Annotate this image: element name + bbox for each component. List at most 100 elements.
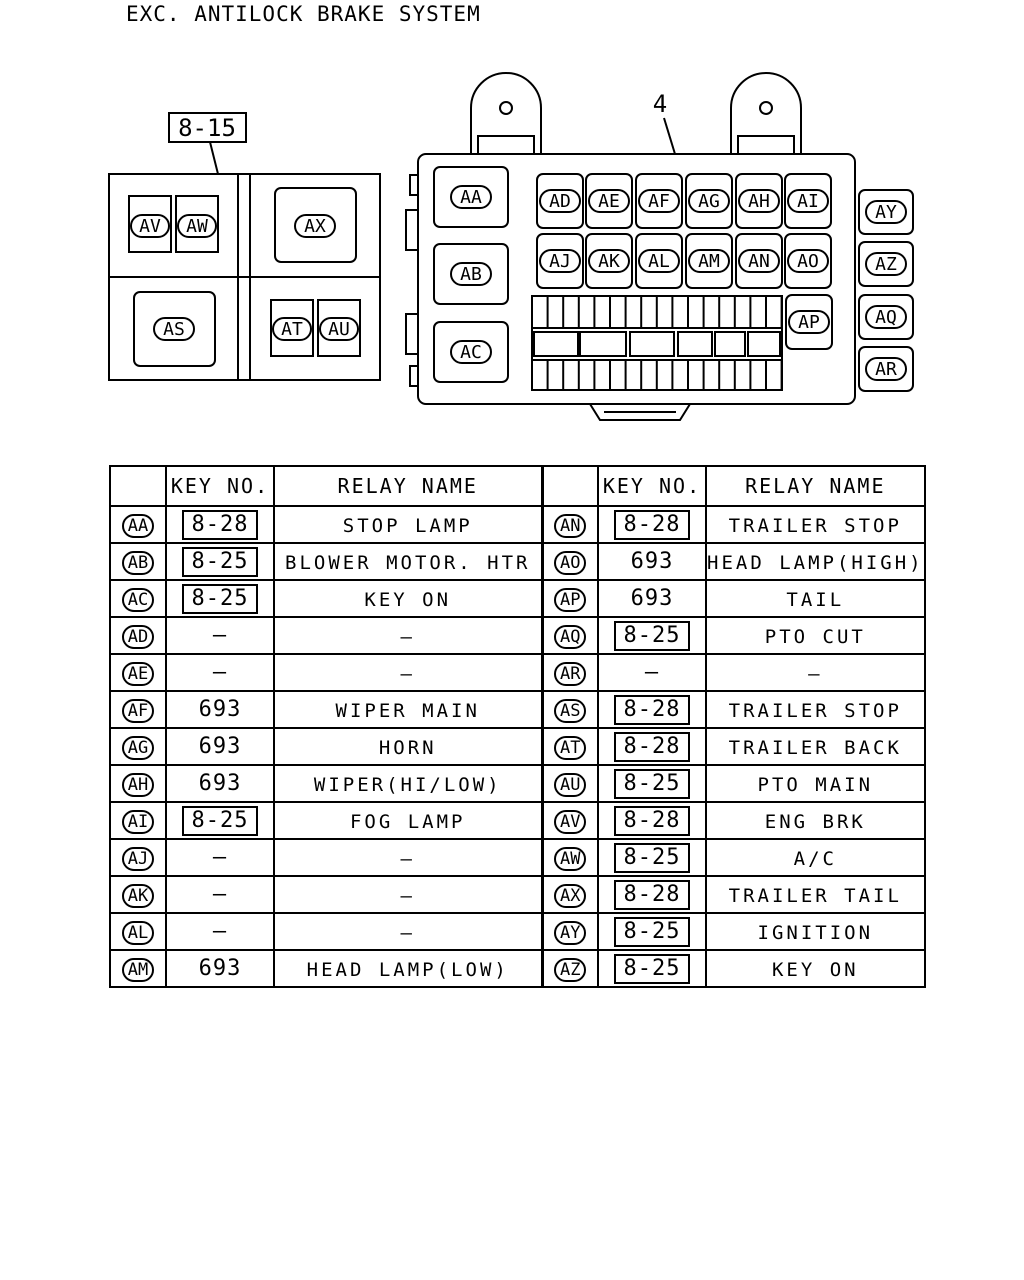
key-no-boxed: 8-28	[613, 805, 691, 836]
relay-label-oval	[539, 189, 581, 213]
relay-name-cell: —	[273, 616, 543, 655]
key-no-cell: 8-28	[597, 801, 707, 840]
relay-label-oval	[319, 317, 359, 341]
col-header-id	[109, 465, 167, 507]
relay-id-badge: AX	[554, 883, 587, 908]
key-no-cell: 8-28	[597, 875, 707, 914]
relay-label-oval	[450, 340, 492, 364]
relay-name: —	[808, 662, 823, 685]
relay-name: —	[400, 884, 415, 907]
relay-slot	[858, 294, 914, 340]
relay-name: TRAILER STOP	[728, 699, 902, 722]
leader-line	[663, 117, 676, 155]
large-fuse	[533, 331, 579, 357]
relay-id-cell: AH	[109, 764, 167, 803]
key-no-boxed: 8-28	[613, 879, 691, 910]
relay-id-cell: AN	[540, 505, 599, 544]
key-no: —	[212, 882, 228, 907]
key-no-boxed: 8-25	[181, 546, 259, 577]
relay-label-oval	[738, 189, 780, 213]
relay-label: AP	[798, 312, 820, 333]
relay-label-oval	[688, 249, 730, 273]
relay-id-cell: AR	[540, 653, 599, 692]
large-fuse	[677, 331, 713, 357]
relay-slot	[433, 166, 509, 228]
callout-label: 8-15	[178, 114, 236, 142]
relay-slot	[784, 173, 832, 229]
relay-slot	[536, 233, 584, 289]
relay-table: KEY NO. RELAY NAME KEY NO. RELAY NAME AA…	[109, 465, 926, 988]
relay-id-badge: AC	[121, 587, 155, 612]
relay-label: AM	[698, 251, 720, 272]
relay-name: HORN	[378, 736, 437, 759]
relay-label-oval	[588, 249, 630, 273]
relay-slot	[784, 233, 832, 289]
relay-id-cell: AC	[109, 579, 167, 618]
key-no-boxed: 8-25	[613, 916, 691, 947]
relay-name-cell: KEY ON	[273, 579, 543, 618]
relay-name-cell: HEAD LAMP(LOW)	[273, 949, 543, 988]
relay-id-cell: AZ	[540, 949, 599, 988]
relay-id-cell: AI	[109, 801, 167, 840]
key-no-cell: 8-25	[597, 616, 707, 655]
side-clip	[409, 174, 419, 196]
key-no-cell: 8-28	[597, 690, 707, 729]
key-no: 693	[630, 586, 674, 611]
key-no: 693	[198, 956, 242, 981]
relay-id-cell: AX	[540, 875, 599, 914]
key-no: 693	[198, 697, 242, 722]
key-no-boxed: 8-28	[613, 694, 691, 725]
relay-label-oval	[153, 317, 195, 341]
relay-name-cell: TRAILER BACK	[705, 727, 926, 766]
relay-id-cell: AJ	[109, 838, 167, 877]
relay-name: —	[400, 847, 415, 870]
relay-name: —	[400, 662, 415, 685]
relay-name-cell: TRAILER STOP	[705, 505, 926, 544]
relay-id-cell: AW	[540, 838, 599, 877]
relay-id-badge: AV	[554, 809, 587, 834]
relay-id-badge: AR	[554, 661, 587, 686]
relay-label: AO	[797, 251, 819, 272]
col-header-id	[540, 465, 599, 507]
relay-name: KEY ON	[771, 958, 859, 981]
large-fuse	[747, 331, 781, 357]
relay-id-badge: AT	[554, 735, 587, 760]
relay-id-cell: AK	[109, 875, 167, 914]
relay-id-cell: AG	[109, 727, 167, 766]
key-no-cell: —	[165, 653, 275, 692]
large-fuse	[629, 331, 675, 357]
relay-label-oval	[787, 249, 829, 273]
relay-name: TAIL	[786, 588, 845, 611]
relay-id-badge: AE	[121, 661, 155, 686]
key-no-cell: 8-28	[597, 505, 707, 544]
main-relay-box	[417, 153, 856, 405]
relay-label: AN	[748, 251, 770, 272]
key-no-cell: 693	[165, 764, 275, 803]
mounting-tab-inner	[737, 135, 795, 154]
relay-label: AR	[875, 359, 897, 380]
relay-name: —	[400, 921, 415, 944]
relay-name-cell: —	[273, 838, 543, 877]
side-clip	[405, 209, 419, 251]
callout-box	[168, 112, 247, 143]
leader-line	[209, 141, 219, 175]
relay-label-oval	[450, 185, 492, 209]
key-no-cell: 8-28	[597, 727, 707, 766]
key-no-cell: —	[165, 616, 275, 655]
key-no-cell: 693	[165, 727, 275, 766]
side-clip	[405, 313, 419, 355]
relay-id-badge: AY	[554, 920, 587, 945]
relay-slot	[735, 173, 783, 229]
relay-label-oval	[787, 189, 829, 213]
relay-id-cell: AY	[540, 912, 599, 951]
relay-name: TRAILER STOP	[728, 514, 902, 537]
relay-name-cell: PTO MAIN	[705, 764, 926, 803]
relay-id-cell: AA	[109, 505, 167, 544]
relay-id-cell: AF	[109, 690, 167, 729]
relay-slot	[685, 173, 733, 229]
